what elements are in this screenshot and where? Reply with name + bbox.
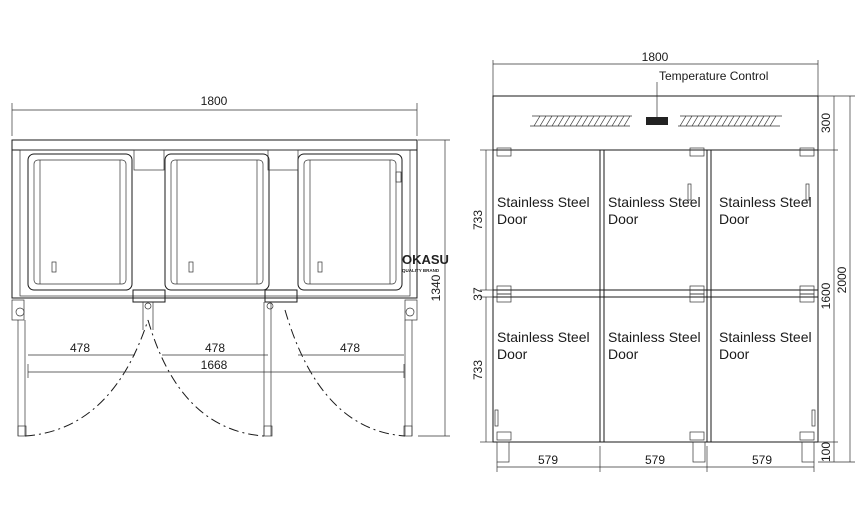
vent-grille-left: [530, 115, 632, 127]
plan-hinge-block-2: [264, 289, 298, 303]
vent-grille-right: [678, 115, 782, 127]
temperature-control-icon: [646, 117, 668, 125]
plan-door-width-1: 478: [70, 341, 90, 355]
front-upper-door-height: 733: [471, 210, 485, 230]
door-label-3-line2: Door: [719, 211, 750, 227]
front-gap-height: 37: [471, 287, 485, 301]
door-label-2-line2: Door: [608, 211, 639, 227]
front-body-height: 1600: [819, 282, 833, 309]
front-base-height: 100: [819, 442, 833, 462]
door-handle-icon: [317, 261, 323, 273]
plan-door-3: [297, 153, 403, 291]
door-label-1-line2: Door: [497, 211, 528, 227]
door-label-5-line2: Door: [608, 346, 639, 362]
brand-logo-text: OKASU: [402, 252, 449, 267]
brand-logo: OKASU QUALITY BRAND: [402, 252, 449, 273]
front-column-width-2: 579: [645, 453, 665, 467]
plan-latch-icon: [395, 171, 402, 183]
front-lower-door-height: 733: [471, 360, 485, 380]
door-handle-icon: [51, 261, 57, 273]
plan-swing-arc-3: [284, 309, 406, 437]
plan-inner-width: 1668: [201, 358, 228, 372]
plan-cabinet-body: [11, 139, 418, 299]
door-label-3-line1: Stainless Steel: [719, 194, 812, 210]
door-label-5-line1: Stainless Steel: [608, 329, 701, 345]
temperature-control-label: Temperature Control: [659, 69, 768, 83]
door-label-4-line1: Stainless Steel: [497, 329, 590, 345]
door-handle-icon: [188, 261, 194, 273]
front-column-width-1: 579: [538, 453, 558, 467]
door-label-6-line1: Stainless Steel: [719, 329, 812, 345]
door-label-4-line2: Door: [497, 346, 528, 362]
plan-door-1: [27, 153, 133, 291]
front-top-height: 300: [819, 113, 833, 133]
plan-door-width-2: 478: [205, 341, 225, 355]
front-column-width-3: 579: [752, 453, 772, 467]
plan-door-width-3: 478: [340, 341, 360, 355]
plan-hinge-block-1: [132, 289, 166, 303]
plan-swing-arc-2: [147, 319, 265, 437]
plan-door-2: [164, 153, 270, 291]
brand-logo-tagline: QUALITY BRAND: [402, 268, 440, 273]
front-overall-width: 1800: [642, 50, 669, 64]
plan-mullion-2: [267, 149, 299, 171]
plan-depth: 1340: [429, 274, 443, 301]
plan-view: 1800: [11, 94, 450, 437]
plan-legs: [11, 299, 418, 437]
front-view: 1800 Temperature Control: [471, 50, 855, 472]
door-label-6-line2: Door: [719, 346, 750, 362]
front-total-height: 2000: [835, 266, 849, 293]
front-hinges: [494, 147, 816, 441]
plan-inner-body: [19, 149, 411, 297]
door-label-2-line1: Stainless Steel: [608, 194, 701, 210]
plan-mullion-1: [133, 149, 165, 171]
door-label-1-line1: Stainless Steel: [497, 194, 590, 210]
plan-swing-arc-1: [24, 319, 149, 437]
front-legs: [496, 441, 815, 463]
plan-overall-width: 1800: [201, 94, 228, 108]
